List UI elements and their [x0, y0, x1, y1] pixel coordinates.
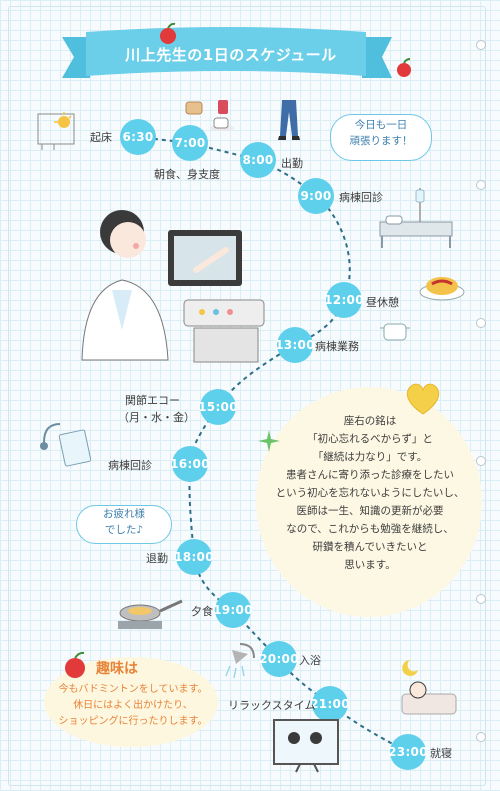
breakfast-icon [185, 100, 234, 131]
event-label: 入浴 [299, 654, 321, 667]
time-dot: 19:00 [213, 592, 253, 628]
hospital-bed-icon [379, 188, 453, 248]
hobby-line: ショッピングに行ったりします。 [58, 716, 208, 727]
event-label: 起床 [90, 131, 112, 144]
motto-line: 思います。 [344, 559, 396, 572]
time-dot: 9:00 [298, 178, 334, 214]
speech-bubble-top: 今日も一日 頑張ります！ [330, 114, 432, 161]
motto-line: 座右の銘は [343, 415, 397, 427]
binder-hole [476, 318, 486, 328]
time-dot: 15:00 [198, 389, 238, 425]
event-label: 病棟回診 [108, 459, 152, 472]
event-label: 夕食 [191, 605, 213, 618]
time-dot: 23:00 [388, 734, 428, 770]
heart-icon [406, 383, 440, 415]
bubble-line: でした♪ [104, 523, 144, 536]
event-label-sub: （月・水・金） [118, 411, 195, 424]
event-label: 朝食、身支度 [154, 168, 220, 181]
doctor-with-ultrasound-illustration [81, 210, 265, 363]
time-dot: 13:00 [275, 327, 315, 363]
time-dot: 20:00 [259, 641, 299, 677]
binder-hole [476, 40, 486, 50]
time-dot: 16:00 [170, 446, 210, 482]
time-dot: 7:00 [172, 125, 208, 161]
apple-icon [397, 58, 411, 77]
time-dot: 12:00 [324, 282, 364, 318]
shower-icon [225, 643, 255, 679]
time-dot: 18:00 [174, 539, 214, 575]
cooking-pan-icon [118, 599, 183, 629]
motto-line: 患者さんに寄り添った診療をしたい [286, 469, 454, 482]
motto-line: なので、これからも勉強を継続し、 [286, 523, 454, 536]
motto-background [256, 387, 482, 617]
tv-icon [273, 719, 339, 773]
time-dot: 8:00 [240, 142, 276, 178]
event-label: 病棟回診 [339, 191, 383, 204]
bubble-line: 今日も一日 [354, 119, 408, 131]
clothes-icon [278, 100, 300, 140]
speech-bubble-mid: お疲れ様 でした♪ [76, 505, 172, 544]
mask-icon [380, 323, 410, 341]
motto-text: 座右の銘は 「初心忘れるべからず」と 「継続は力なり」です。 患者さんに寄り添っ… [252, 412, 488, 574]
event-label: リラックスタイム [228, 699, 316, 712]
time-dot: 6:30 [120, 119, 156, 155]
omelette-rice-icon [419, 277, 465, 301]
event-label: 出勤 [281, 157, 303, 170]
motto-line: 研鑽を積んでいきたいと [312, 541, 428, 554]
bubble-line: お疲れ様 [103, 508, 145, 520]
bubble-line: 頑張ります！ [349, 134, 413, 147]
page-frame [8, 6, 486, 786]
sparkle-icon [258, 430, 280, 452]
hobby-text: 今もバドミントンをしています。 休日にはよく出かけたり、 ショッピングに行ったり… [54, 682, 212, 730]
event-label: 退勤 [146, 552, 168, 565]
motto-line: という初心を忘れないようにしたいし、 [275, 487, 465, 500]
sunrise-window-icon [37, 112, 75, 150]
hobby-line: 休日にはよく出かけたり、 [73, 700, 193, 711]
motto-line: 医師は一生、知識の更新が必要 [296, 505, 444, 518]
page-title: 川上先生の1日のスケジュール [125, 46, 337, 64]
stethoscope-clipboard-icon [40, 423, 92, 467]
title-banner [62, 22, 411, 78]
apple-icon [65, 651, 85, 678]
event-label: 昼休憩 [366, 296, 399, 309]
binder-hole [476, 456, 486, 466]
motto-line: 「継続は力なり」です。 [312, 451, 428, 464]
binder-hole [476, 594, 486, 604]
hobby-line: 今もバドミントンをしています。 [58, 684, 208, 695]
sleeping-person-icon [401, 660, 457, 715]
hobby-title: 趣味は [96, 661, 138, 677]
apple-icon [160, 22, 176, 44]
event-label: 病棟業務 [315, 340, 359, 353]
binder-hole [476, 732, 486, 742]
event-label: 就寝 [430, 747, 452, 760]
event-label: 関節エコー [125, 394, 180, 407]
motto-line: 「初心忘れるべからず」と [307, 433, 433, 446]
binder-hole [476, 180, 486, 190]
time-dot: 21:00 [310, 686, 350, 722]
